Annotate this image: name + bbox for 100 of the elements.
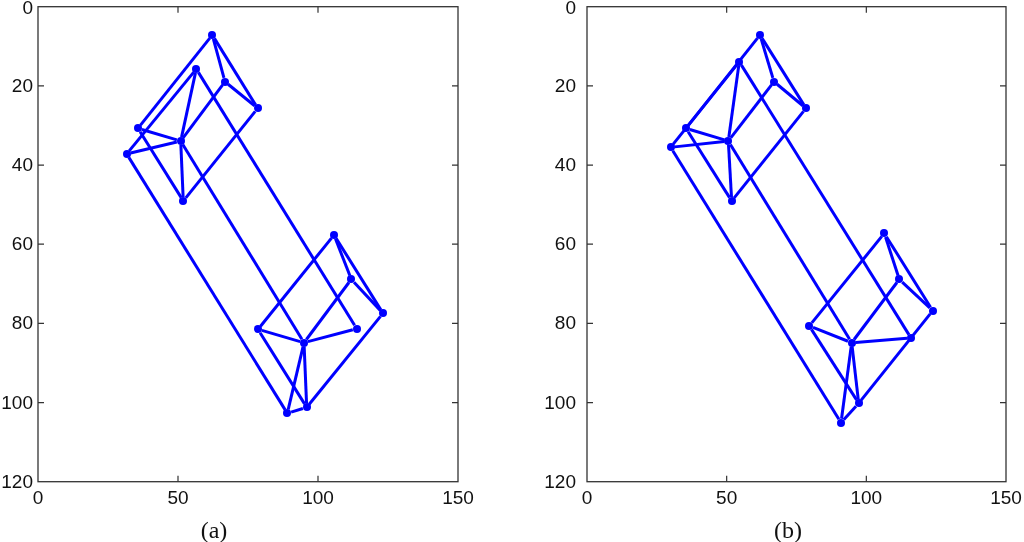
dot-icon bbox=[122, 150, 131, 158]
connector-line bbox=[302, 346, 309, 404]
tick-label: 60 bbox=[554, 236, 576, 253]
connector-line bbox=[308, 315, 382, 406]
connector-line bbox=[840, 346, 853, 419]
connector-line bbox=[138, 130, 183, 199]
tick-label: 100 bbox=[1, 394, 33, 411]
connector-line bbox=[860, 312, 932, 402]
tick-label: 0 bbox=[22, 0, 33, 16]
connector-line bbox=[211, 38, 226, 79]
connector-line bbox=[855, 336, 908, 344]
dot-icon bbox=[352, 324, 361, 333]
connector-line bbox=[352, 281, 382, 312]
connector-line bbox=[727, 144, 733, 198]
connector-line bbox=[810, 328, 858, 401]
connector-line bbox=[760, 37, 806, 106]
connector-line bbox=[181, 143, 304, 341]
dot-icon bbox=[254, 325, 262, 334]
tick-label: 120 bbox=[1, 473, 33, 490]
dot-icon bbox=[805, 322, 814, 330]
connector-line bbox=[290, 407, 304, 414]
dot-icon bbox=[176, 137, 185, 145]
dot-icon bbox=[735, 57, 744, 66]
dot-icon bbox=[907, 334, 915, 342]
connector-line bbox=[885, 235, 932, 309]
tick-label: 20 bbox=[11, 77, 33, 94]
connector-line bbox=[740, 64, 911, 336]
connector-line bbox=[286, 346, 305, 410]
connector-line bbox=[334, 238, 352, 277]
dot-icon bbox=[666, 143, 675, 152]
connector-line bbox=[307, 328, 354, 344]
dot-icon bbox=[221, 77, 229, 86]
tick-label: 40 bbox=[554, 157, 576, 174]
connector-line bbox=[128, 71, 195, 152]
dot-icon bbox=[208, 31, 217, 39]
dot-icon bbox=[682, 124, 690, 133]
connector-line bbox=[812, 326, 849, 343]
connector-line bbox=[127, 156, 287, 411]
connector-line bbox=[729, 143, 851, 341]
connector-line bbox=[258, 331, 306, 405]
dot-icon bbox=[192, 65, 201, 73]
tick-label: 50 bbox=[167, 489, 189, 506]
dot-icon bbox=[134, 124, 142, 133]
tick-label: 100 bbox=[850, 489, 883, 506]
connector-line bbox=[810, 235, 883, 324]
connector-line bbox=[850, 346, 860, 400]
dot-icon bbox=[880, 229, 889, 238]
connector-line bbox=[305, 281, 351, 341]
connector-line bbox=[184, 110, 257, 199]
connector-line bbox=[671, 149, 841, 421]
tick-label: 80 bbox=[554, 315, 576, 332]
tick-label: 100 bbox=[302, 489, 334, 506]
tick-label: 0 bbox=[581, 489, 593, 506]
dot-icon bbox=[179, 197, 188, 205]
dot-icon bbox=[253, 104, 262, 113]
connector-line bbox=[181, 84, 224, 139]
dot-icon bbox=[756, 31, 764, 39]
tick-label: 0 bbox=[32, 489, 44, 506]
connector-line bbox=[674, 139, 725, 149]
connector-line bbox=[141, 128, 178, 142]
dot-icon bbox=[928, 306, 937, 315]
connector-line bbox=[179, 144, 185, 198]
connector-line bbox=[213, 37, 257, 106]
connector-line bbox=[884, 236, 900, 276]
tick-label: 50 bbox=[716, 489, 738, 506]
connector-line bbox=[672, 63, 738, 146]
dot-icon bbox=[300, 338, 308, 347]
connector-line bbox=[852, 281, 899, 341]
connector-line bbox=[139, 37, 211, 127]
dot-icon bbox=[895, 275, 904, 284]
dot-icon bbox=[302, 403, 311, 412]
tick-label: 80 bbox=[11, 315, 33, 332]
connector-line bbox=[130, 140, 178, 155]
dot-icon bbox=[847, 338, 856, 347]
connector-line bbox=[733, 110, 805, 199]
tick-label: 150 bbox=[442, 489, 474, 506]
dot-icon bbox=[283, 409, 292, 418]
tick-label: 40 bbox=[11, 157, 33, 174]
connector-line bbox=[727, 65, 741, 138]
dot-icon bbox=[854, 399, 863, 408]
tick-label: 120 bbox=[544, 473, 576, 490]
connector-line bbox=[197, 71, 356, 327]
dot-icon bbox=[379, 309, 387, 318]
tick-label: 60 bbox=[11, 236, 33, 253]
dot-icon bbox=[837, 418, 845, 427]
connector-line bbox=[259, 237, 333, 328]
dot-icon bbox=[770, 77, 778, 86]
dot-icon bbox=[724, 137, 733, 145]
tick-label: 0 bbox=[565, 0, 576, 16]
dot-icon bbox=[347, 275, 356, 284]
tick-label: 100 bbox=[544, 394, 576, 411]
connector-line bbox=[776, 83, 804, 107]
tick-label: 20 bbox=[554, 77, 576, 94]
tick-label: 150 bbox=[990, 489, 1022, 506]
connector-line bbox=[686, 130, 731, 199]
connector-line bbox=[261, 329, 301, 343]
dot-icon bbox=[330, 231, 338, 239]
connector-line bbox=[227, 83, 256, 107]
dot-icon bbox=[727, 197, 736, 205]
dot-icon bbox=[802, 104, 810, 113]
